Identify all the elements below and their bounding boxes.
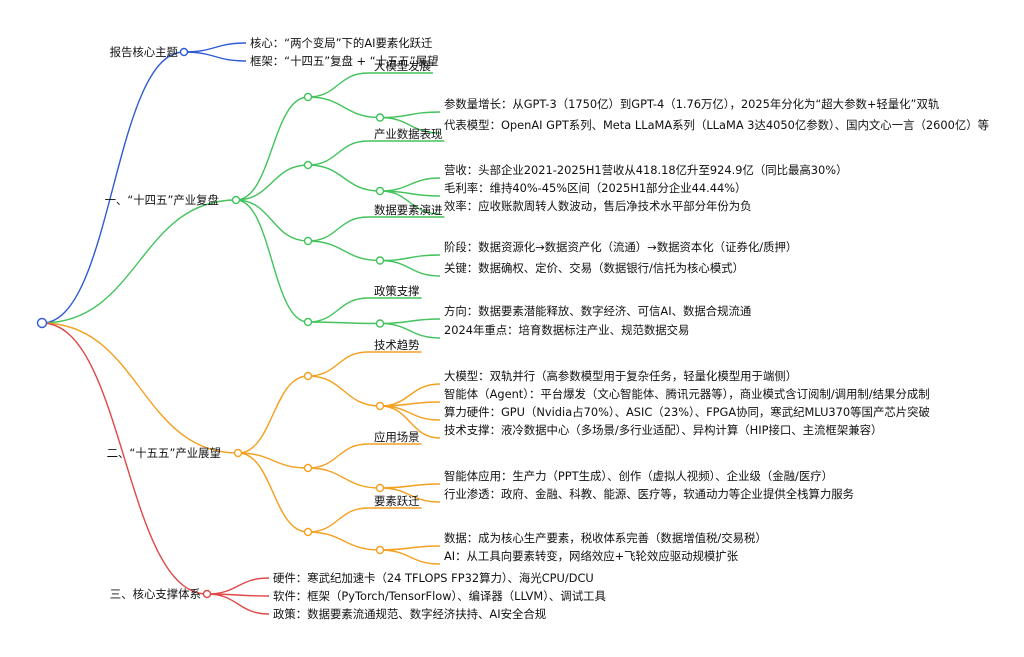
edge-branch-2-group-1	[237, 452, 309, 469]
leaf-2-1-1: 行业渗透：政府、金融、科教、能源、医疗等，软通动力等企业提供全栈算力服务	[444, 487, 855, 501]
edge-branch-1-group-0	[235, 96, 309, 201]
node-l3-2-1[interactable]	[375, 483, 385, 493]
edge-group-sub-1-2	[307, 240, 381, 262]
edge-branch-3-leaf-0	[206, 577, 270, 595]
node-branch-2[interactable]	[233, 448, 243, 458]
leaf-1-0-0: 参数量增长：从GPT-3（1750亿）到GPT-4（1.76万亿），2025年分…	[444, 97, 940, 111]
edge-branch-2-group-0	[237, 375, 309, 454]
edge-leaf-1-3-1	[379, 322, 441, 339]
edge-leaf-1-1-0	[379, 177, 441, 192]
edge-group-sub-2-2	[307, 531, 381, 551]
edge-branch-1-group-2	[235, 199, 309, 242]
leaf-2-2-0: 数据：成为核心生产要素，税收体系完善（数据增值税/交易税）	[444, 531, 767, 545]
leaf-1-3-1: 2024年重点：培育数据标注产业、规范数据交易	[444, 323, 690, 337]
edge-leaf-1-3-0	[379, 318, 441, 325]
leaf-1-2-1: 关键：数据确权、定价、交易（数据银行/信托为核心模式）	[444, 261, 744, 275]
group-label-2-1: 应用场景	[374, 430, 420, 444]
edge-group-line-1-2	[307, 216, 369, 242]
node-l3-1-3[interactable]	[375, 319, 385, 328]
leaf-3-1: 软件：框架（PyTorch/TensorFlow）、编译器（LLVM）、调试工具	[273, 589, 606, 603]
edge-group-line-1-3	[307, 297, 369, 323]
edge-branch-0-leaf-0	[183, 42, 247, 53]
leaf-1-3-0: 方向：数据要素潜能释放、数字经济、可信AI、数据合规流通	[444, 304, 752, 318]
edge-root-branch-0	[41, 51, 185, 324]
branch-label-3: 三、核心支撑体系	[109, 587, 201, 601]
node-l3-1-1[interactable]	[375, 186, 385, 196]
edge-group-line-2-0	[307, 351, 369, 377]
node-l2-1-3[interactable]	[303, 317, 313, 327]
leaf-2-0-2: 算力硬件：GPU（Nvidia占70%）、ASIC（23%）、FPGA协同，寒武…	[444, 405, 930, 419]
leaf-1-1-2: 效率：应收账款周转人数波动，售后净技术水平部分年份为负	[444, 199, 752, 213]
leaf-1-1-0: 营收：头部企业2021-2025H1营收从418.18亿升至924.9亿（同比最…	[444, 163, 848, 177]
edge-root-branch-1	[41, 199, 237, 324]
node-branch-1[interactable]	[231, 195, 241, 205]
edge-leaf-2-0-3	[379, 405, 441, 439]
leaf-0-0: 核心：“两个变局”下的AI要素化跃迁	[250, 36, 433, 50]
leaf-2-0-3: 技术支撑：液冷数据中心（多场景/多行业适配）、异构计算（HIP接口、主流框架兼容…	[444, 423, 883, 437]
edge-group-line-1-0	[307, 72, 369, 98]
leaf-1-2-0: 阶段：数据资源化→数据资产化（流通）→数据资本化（证券化/质押）	[444, 240, 798, 254]
node-branch-0[interactable]	[179, 47, 189, 57]
edge-group-line-2-2	[307, 507, 369, 533]
edge-branch-3-leaf-2	[206, 593, 270, 615]
edge-group-sub-1-1	[307, 164, 381, 192]
edge-group-sub-1-3	[307, 321, 381, 325]
edge-leaf-2-0-1	[379, 401, 441, 407]
group-label-2-0: 技术趋势	[374, 338, 420, 352]
node-l2-2-2[interactable]	[303, 527, 313, 537]
edge-leaf-2-2-0	[379, 545, 441, 551]
mindmap-nodes	[36, 47, 385, 599]
root-node[interactable]	[36, 317, 48, 329]
node-l3-2-2[interactable]	[375, 545, 385, 555]
edge-leaf-2-1-1	[379, 487, 441, 503]
node-l3-2-0[interactable]	[375, 401, 385, 411]
leaf-2-0-0: 大模型：双轨并行（高参数模型用于复杂任务，轻量化模型用于端侧）	[444, 369, 798, 383]
edge-root-branch-3	[41, 322, 208, 595]
branch-label-1: 一、“十四五”产业复盘	[104, 193, 219, 207]
leaf-2-0-1: 智能体（Agent）：平台爆发（文心智能体、腾讯元器等），商业模式含订阅制/调用…	[444, 387, 930, 401]
node-l2-2-0[interactable]	[303, 371, 313, 381]
edge-root-branch-2	[41, 322, 239, 454]
leaf-0-1: 框架：“十四五”复盘 + “十五五”展望	[250, 54, 439, 68]
edge-branch-1-group-1	[235, 164, 309, 201]
edge-leaf-2-1-0	[379, 483, 441, 489]
node-l2-1-1[interactable]	[303, 160, 313, 170]
leaf-3-0: 硬件：寒武纪加速卡（24 TFLOPS FP32算力）、海光CPU/DCU	[273, 571, 594, 585]
group-label-1-1: 产业数据表现	[374, 127, 443, 141]
node-branch-3[interactable]	[202, 589, 212, 599]
edge-branch-1-group-3	[235, 199, 309, 323]
node-l3-1-0[interactable]	[375, 113, 385, 122]
edge-branch-0-leaf-1	[183, 51, 247, 62]
leaf-2-2-1: AI：从工具向要素转变，网络效应+飞轮效应驱动规模扩张	[444, 549, 739, 563]
edge-group-line-2-1	[307, 443, 369, 469]
node-l3-1-2[interactable]	[375, 256, 385, 265]
edge-leaf-1-0-0	[379, 111, 441, 119]
leaf-1-0-1: 代表模型：OpenAI GPT系列、Meta LLaMA系列（LLaMA 3达4…	[444, 118, 990, 132]
edge-group-sub-1-0	[307, 96, 381, 119]
edge-group-sub-2-0	[307, 375, 381, 407]
node-l2-1-0[interactable]	[303, 92, 313, 102]
edge-leaf-1-1-2	[379, 190, 441, 215]
edge-branch-2-group-2	[237, 452, 309, 533]
mindmap-edges	[41, 42, 445, 615]
edge-leaf-1-2-1	[379, 259, 441, 277]
edge-leaf-1-2-0	[379, 254, 441, 262]
branch-label-0: 报告核心主题	[109, 45, 178, 59]
edge-leaf-2-2-1	[379, 549, 441, 565]
edge-group-sub-2-1	[307, 467, 381, 489]
branch-label-2: 二、“十五五”产业展望	[106, 446, 221, 460]
leaf-1-1-1: 毛利率：维持40%-45%区间（2025H1部分企业44.44%）	[444, 181, 747, 195]
edge-leaf-1-0-1	[379, 116, 441, 134]
node-l2-1-2[interactable]	[303, 236, 313, 246]
group-label-2-2: 要素跃迁	[374, 494, 420, 508]
group-label-1-3: 政策支撑	[374, 284, 420, 298]
group-label-1-2: 数据要素演进	[374, 203, 443, 217]
leaf-2-1-0: 智能体应用：生产力（PPT生成）、创作（虚拟人视频）、企业级（金融/医疗）	[444, 469, 834, 483]
node-l2-2-1[interactable]	[303, 463, 313, 473]
leaf-3-2: 政策：数据要素流通规范、数字经济扶持、AI安全合规	[273, 607, 547, 621]
edge-group-line-1-1	[307, 140, 369, 166]
group-label-1-0: 大模型发展	[374, 59, 431, 73]
edge-leaf-2-0-2	[379, 405, 441, 421]
